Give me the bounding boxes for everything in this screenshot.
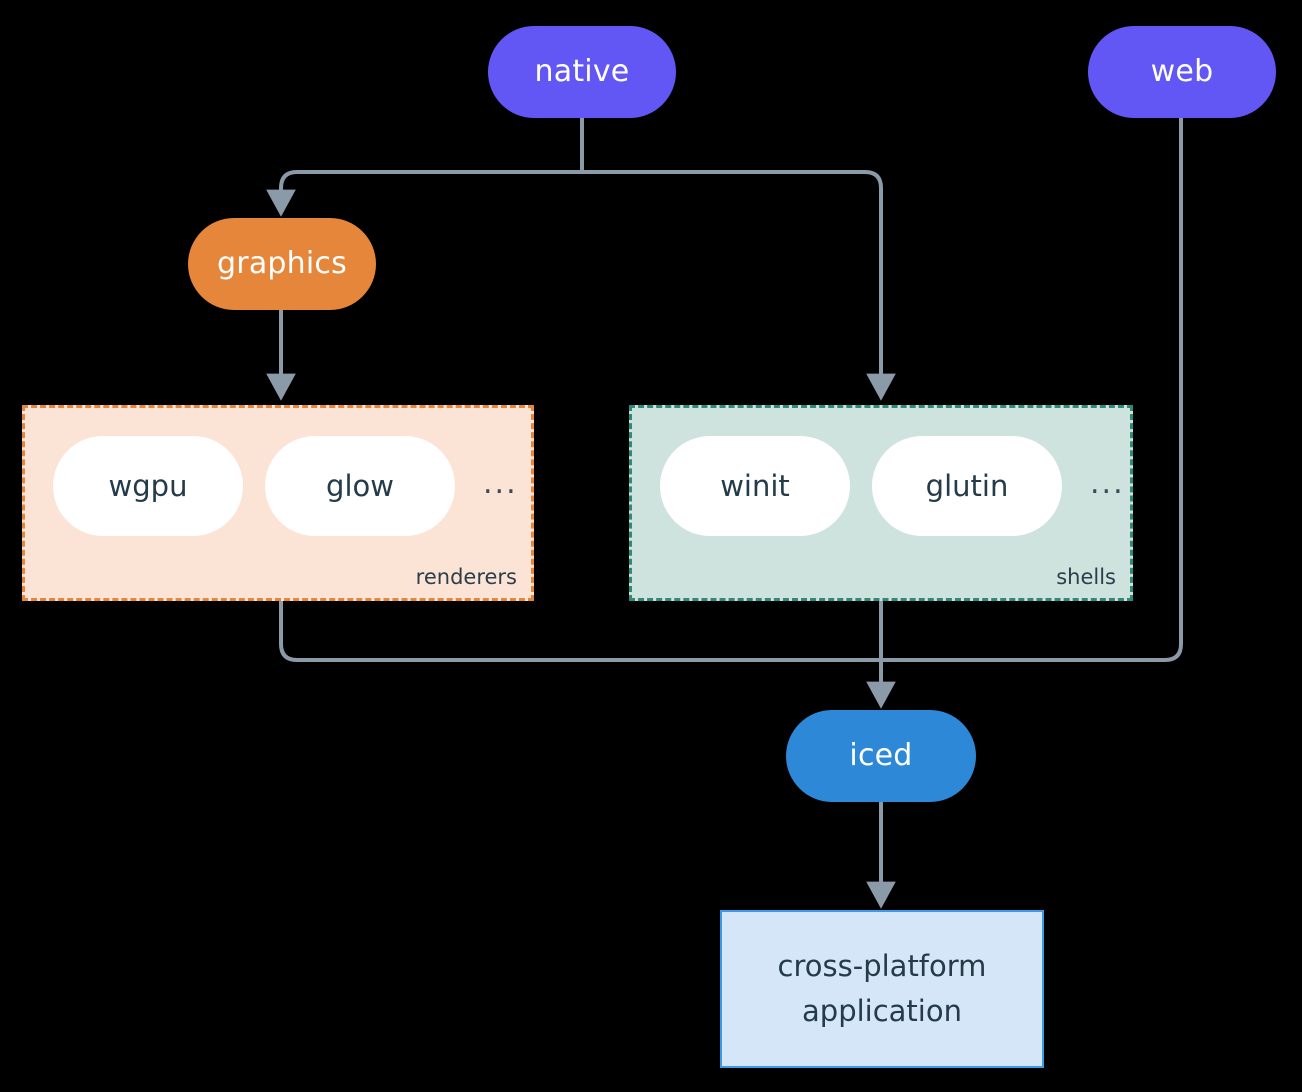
node-iced-label: iced (849, 737, 913, 773)
chip-wgpu-label: wgpu (108, 469, 188, 503)
group-shells-items: winit glutin ... (632, 436, 1130, 536)
group-renderers[interactable]: wgpu glow ... renderers (22, 405, 534, 601)
node-iced[interactable]: iced (786, 710, 976, 802)
chip-glow-label: glow (326, 469, 394, 503)
chip-winit[interactable]: winit (660, 436, 850, 536)
application-label-line-2: application (802, 994, 962, 1028)
edge-native-to-graphics (266, 170, 582, 217)
edge-renderers-to-iced (279, 601, 881, 662)
edge-native-to-shells (582, 170, 896, 401)
chip-wgpu[interactable]: wgpu (53, 436, 243, 536)
renderers-more-ellipsis: ... (483, 465, 518, 501)
group-renderers-items: wgpu glow ... (25, 436, 531, 536)
chip-glutin-label: glutin (925, 469, 1009, 503)
node-web[interactable]: web (1088, 26, 1276, 118)
node-graphics-label: graphics (217, 245, 347, 281)
shells-more-ellipsis: ... (1090, 465, 1125, 501)
chip-winit-label: winit (720, 469, 790, 503)
node-cross-platform-application[interactable]: cross-platform application (720, 910, 1044, 1068)
chip-glow[interactable]: glow (265, 436, 455, 536)
group-shells-label: shells (1056, 565, 1116, 589)
group-shells[interactable]: winit glutin ... shells (629, 405, 1133, 601)
node-web-label: web (1150, 53, 1214, 89)
chip-glutin[interactable]: glutin (872, 436, 1062, 536)
group-renderers-label: renderers (415, 565, 517, 589)
node-native-label: native (534, 53, 630, 89)
node-native[interactable]: native (488, 26, 676, 118)
application-label-line-1: cross-platform (777, 949, 987, 984)
node-graphics[interactable]: graphics (188, 218, 376, 310)
